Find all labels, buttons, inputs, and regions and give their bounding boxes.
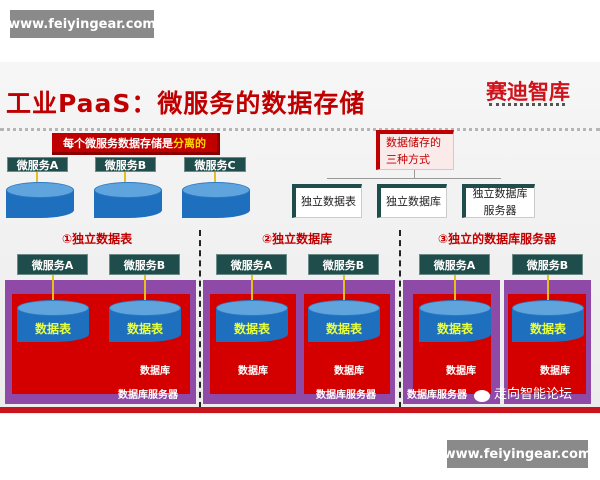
service-b-label: 微服务B (308, 254, 379, 275)
db-label: 数据库 (540, 366, 570, 377)
connector (251, 275, 253, 305)
connector (343, 275, 345, 305)
logo-subtext (489, 103, 565, 106)
methods-title-line1: 数据储存的 (386, 136, 441, 149)
methods-title-box: 数据储存的三种方式 (376, 130, 454, 170)
section-3-heading: ③独立的数据库服务器 (438, 232, 557, 246)
tree-line (414, 170, 415, 178)
database-cylinder (94, 182, 162, 222)
db-label: 数据库 (238, 366, 268, 377)
method-line2: 服务器 (483, 203, 517, 217)
connector (547, 275, 549, 305)
table-label: 数据表 (34, 322, 71, 336)
connector (454, 275, 456, 305)
db-label: 数据库 (446, 366, 476, 377)
database-cylinder (182, 182, 250, 222)
connector (124, 172, 126, 186)
wechat-watermark: 走向智能论坛 (494, 387, 573, 402)
method-line1: 独立数据库 (472, 187, 528, 200)
title-separator (0, 128, 600, 131)
connector (144, 275, 146, 305)
table-cylinder: 数据表 (17, 300, 89, 348)
slide: 工业PaaS：微服务的数据存储 赛迪智库 每个微服务数据存储是分离的 微服务A … (0, 62, 600, 414)
service-a-label: 微服务A (17, 254, 88, 275)
database-cylinder (6, 182, 74, 222)
separation-banner: 每个微服务数据存储是分离的 (52, 133, 220, 155)
slide-title: 工业PaaS：微服务的数据存储 (6, 89, 366, 118)
service-b-label: 微服务B (109, 254, 180, 275)
logo: 赛迪智库 (486, 80, 570, 104)
connector (214, 172, 216, 186)
section-1-heading: ①独立数据表 (62, 232, 133, 246)
table-label: 数据表 (529, 322, 566, 336)
section-divider (199, 230, 201, 408)
table-cylinder: 数据表 (512, 300, 584, 348)
db-label: 数据库 (334, 366, 364, 377)
service-c-label: 微服务C (184, 157, 246, 172)
method-independent-table: 独立数据表 (292, 184, 362, 218)
methods-title-line2: 三种方式 (386, 152, 430, 166)
connector (52, 275, 54, 305)
table-label: 数据表 (436, 322, 473, 336)
service-b-label: 微服务B (95, 157, 156, 172)
tree-line (327, 178, 501, 179)
service-a-label: 微服务A (419, 254, 490, 275)
service-a-label: 微服务A (7, 157, 68, 172)
server-label: 数据库服务器 (316, 390, 376, 401)
table-label: 数据表 (325, 322, 362, 336)
footer-bar (0, 407, 600, 413)
watermark-bottom: www.feiyingear.com (444, 440, 591, 468)
connector (36, 172, 38, 186)
table-cylinder: 数据表 (419, 300, 491, 348)
table-cylinder: 数据表 (216, 300, 288, 348)
watermark-top: www.feiyingear.com (8, 10, 156, 38)
service-b-label: 微服务B (512, 254, 583, 275)
section-2-heading: ②独立数据库 (262, 232, 333, 246)
table-label: 数据表 (233, 322, 270, 336)
server-label: 数据库服务器 (118, 390, 178, 401)
server-label: 数据库服务器 (407, 390, 467, 401)
section-divider (399, 230, 401, 408)
service-a-label: 微服务A (216, 254, 287, 275)
banner-text: 每个微服务数据存储是 (63, 136, 173, 150)
table-cylinder: 数据表 (109, 300, 181, 348)
wechat-icon (474, 390, 490, 402)
table-cylinder: 数据表 (308, 300, 380, 348)
method-independent-server: 独立数据库服务器 (462, 184, 535, 218)
db-label: 数据库 (140, 366, 170, 377)
banner-highlight: 分离的 (173, 136, 206, 150)
table-label: 数据表 (126, 322, 163, 336)
method-independent-database: 独立数据库 (377, 184, 447, 218)
